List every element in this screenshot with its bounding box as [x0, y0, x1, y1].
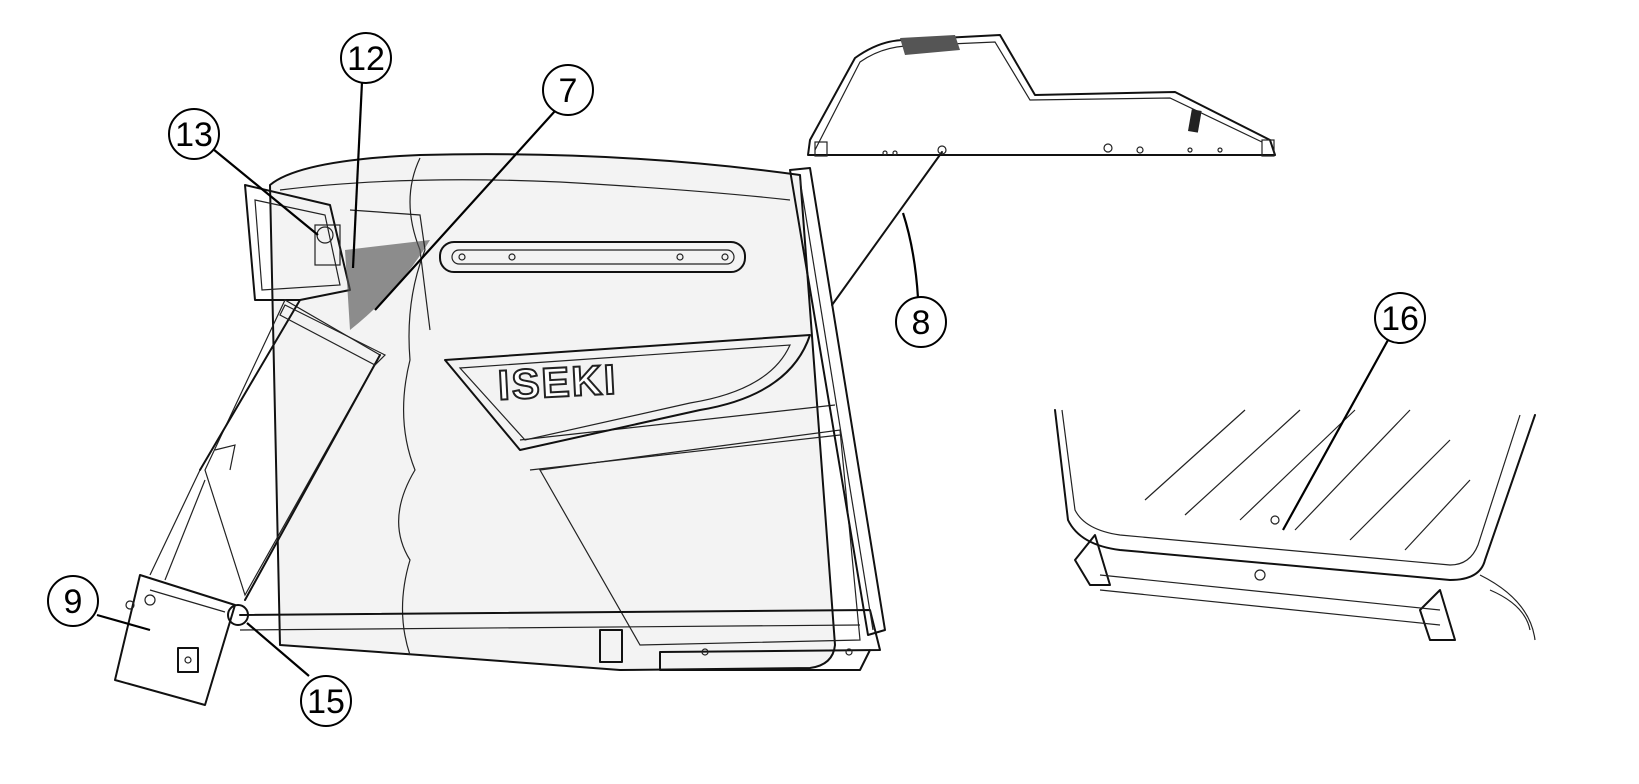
gas-strut [831, 145, 947, 306]
callout-9: 9 [47, 575, 99, 627]
rear-frame [789, 167, 886, 636]
callout-15: 15 [300, 675, 352, 727]
side-handle-slot [439, 241, 746, 273]
callout-13: 13 [168, 108, 220, 160]
leader-13 [212, 148, 319, 236]
callout-9-label: 9 [64, 583, 83, 621]
callout-7: 7 [542, 64, 594, 116]
callout-7-label: 7 [559, 72, 578, 110]
callout-12-label: 12 [347, 40, 385, 78]
callout-13-label: 13 [175, 116, 213, 154]
leader-lines [96, 81, 1389, 677]
leader-16 [1282, 339, 1389, 531]
leader-12 [351, 81, 364, 269]
callout-16-label: 16 [1381, 300, 1419, 338]
logo-panel: ISEKI [444, 334, 811, 451]
leader-7 [374, 110, 556, 311]
leader-15 [246, 622, 310, 677]
leader-9 [96, 613, 151, 632]
callout-8: 8 [895, 296, 947, 348]
callout-15-label: 15 [307, 683, 345, 721]
hitch-bracket [114, 574, 249, 706]
collector-lid [807, 34, 1276, 157]
collector-body [239, 153, 881, 671]
leader-8 [901, 212, 920, 299]
inset-floor-view [1054, 409, 1536, 641]
callout-16: 16 [1374, 292, 1426, 344]
brand-logo-text: ISEKI [497, 356, 619, 409]
callout-12: 12 [340, 32, 392, 84]
front-chute [149, 184, 430, 601]
callout-8-label: 8 [912, 304, 931, 342]
